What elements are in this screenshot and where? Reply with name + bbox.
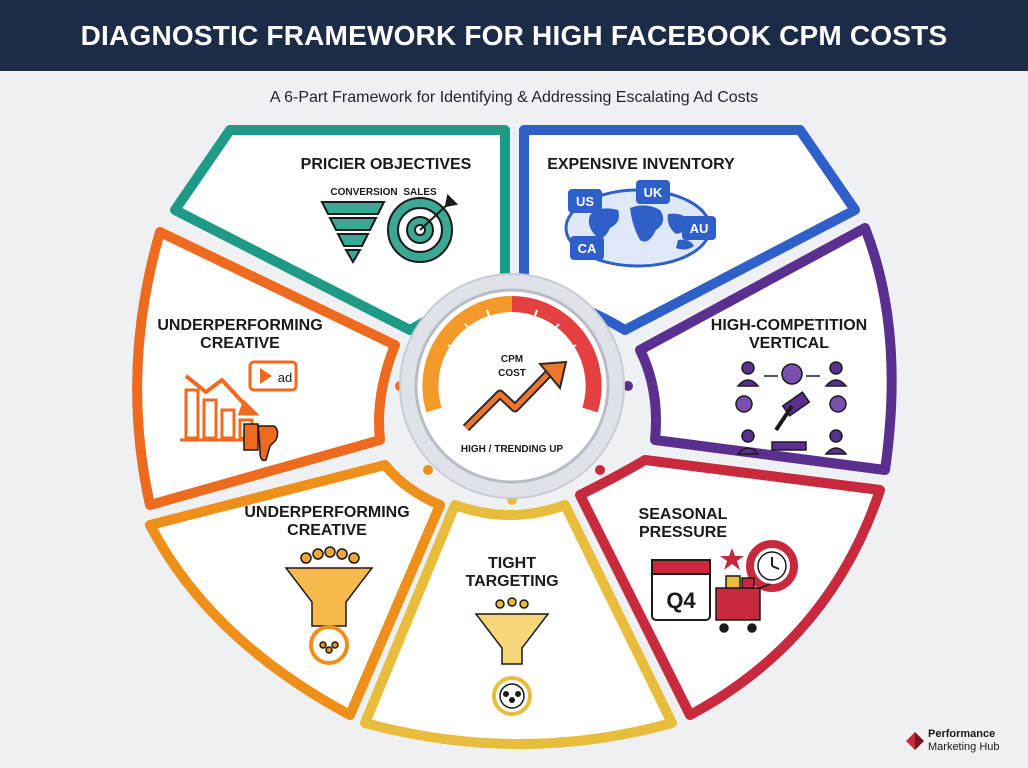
targeting-funnel-icon	[474, 597, 550, 665]
sales-tag: SALES	[403, 187, 437, 198]
page-title: DIAGNOSTIC FRAMEWORK FOR HIGH FACEBOOK C…	[80, 19, 948, 51]
video-ad-icon: ad	[248, 360, 298, 392]
segment-high-competition	[635, 223, 897, 475]
segment-creative-bottom	[145, 460, 445, 720]
svg-text:UK: UK	[644, 185, 663, 200]
shopping-cart-icon	[715, 575, 771, 633]
high-competition-title-line1: HIGH-COMPETITION	[711, 317, 867, 334]
calendar-icon: Q4	[651, 559, 711, 621]
page-subtitle: A 6-Part Framework for Identifying & Add…	[269, 89, 759, 106]
auction-icon	[735, 361, 848, 455]
audience-funnel-icon	[284, 546, 374, 665]
creative-bottom-title-line1: UNDERPERFORMING	[244, 504, 409, 521]
creative-top-title-line2: CREATIVE	[200, 335, 280, 352]
wreath-clock-icon	[746, 540, 798, 592]
q4-badge: Q4	[666, 588, 696, 613]
star-icon	[720, 548, 744, 570]
gauge-label-line1: CPM	[501, 354, 523, 365]
pricier-objectives-title: PRICIER OBJECTIVES	[301, 156, 472, 173]
svg-text:US: US	[576, 194, 594, 209]
declining-bar-chart-icon	[180, 374, 262, 442]
ad-label: ad	[278, 370, 292, 385]
target-icon	[387, 193, 459, 263]
creative-bottom-title-line2: CREATIVE	[287, 522, 367, 539]
audience-crosshair-icon	[492, 676, 532, 716]
seasonal-pressure-title-line1: SEASONAL	[639, 506, 728, 523]
svg-text:AU: AU	[690, 221, 709, 236]
conversion-tag: CONVERSION	[330, 187, 397, 198]
brand-name-line1: Performance	[928, 728, 996, 740]
funnel-icon	[320, 201, 386, 264]
header-banner: DIAGNOSTIC FRAMEWORK FOR HIGH FACEBOOK C…	[0, 0, 1028, 71]
high-competition-title-line2: VERTICAL	[749, 335, 829, 352]
thumbs-down-icon	[243, 423, 279, 462]
center-gauge: CPM COST HIGH / TRENDING UP	[399, 273, 625, 499]
seasonal-pressure-title-line2: PRESSURE	[639, 524, 727, 541]
brand-mark-icon	[906, 732, 924, 750]
expensive-inventory-title: EXPENSIVE INVENTORY	[547, 156, 735, 173]
uk-marker: UK	[636, 180, 670, 204]
tight-targeting-title-line2: TARGETING	[465, 573, 558, 590]
brand-name-line2: Marketing Hub	[928, 741, 1000, 753]
ca-marker: CA	[570, 236, 604, 260]
au-marker: AU	[682, 216, 716, 240]
creative-top-title-line1: UNDERPERFORMING	[157, 317, 322, 334]
svg-text:CA: CA	[578, 241, 597, 256]
gauge-status: HIGH / TRENDING UP	[461, 444, 564, 455]
tight-targeting-title-line1: TIGHT	[488, 555, 536, 572]
us-marker: US	[568, 189, 602, 213]
brand-logo: Performance Marketing Hub	[906, 728, 1000, 754]
gauge-label-line2: COST	[498, 368, 526, 379]
